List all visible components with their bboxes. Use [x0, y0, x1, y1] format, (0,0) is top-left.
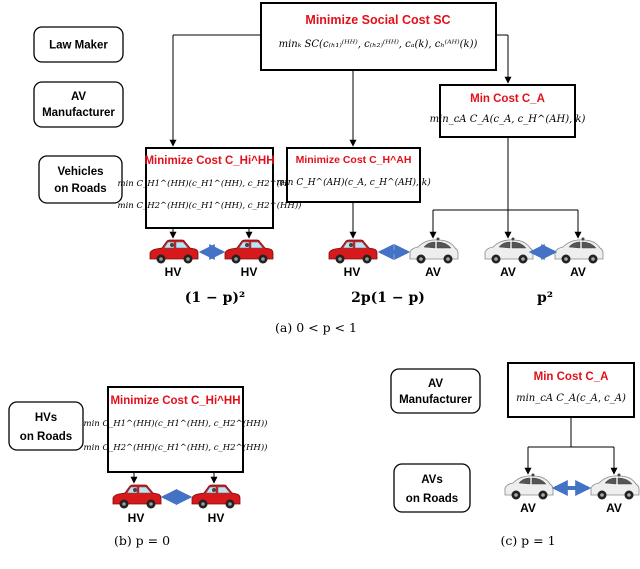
probability-aa: p²	[537, 290, 553, 306]
av-min-cost-title: Min Cost C_A	[470, 93, 545, 105]
hh-formula-1-b: min C_H1^(HH)(c_H1^(HH), c_H2^(HH))	[84, 418, 268, 429]
avs-label-2: on Roads	[406, 493, 458, 505]
probability-hh: (1 − p)²	[185, 290, 245, 306]
av-min-cost-formula-c: min_cA C_A(c_A, c_A)	[516, 393, 626, 404]
av-label: AV	[425, 265, 441, 279]
hvs-label-2: on Roads	[20, 431, 72, 443]
hv-car-icon	[191, 484, 241, 509]
caption-c: (c) p = 1	[500, 533, 555, 548]
ah-formula: min C_H^(AH)(c_A, c_H^(AH), k)	[276, 177, 431, 188]
av-min-cost-box-c	[507, 362, 635, 418]
av-manufacturer-box-c	[390, 368, 481, 414]
hh-formula-2: min C_H2^(HH)(c_H1^(HH), c_H2^(HH))	[118, 200, 302, 211]
hh-min-cost-title: Minimize Cost C_Hi^HH	[144, 155, 274, 167]
av-car-icon	[409, 237, 459, 264]
hh-formula-1: min C_H1^(HH)(c_H1^(HH), c_H2^(HH))	[118, 178, 302, 189]
vehicles-label-1: Vehicles	[57, 166, 103, 178]
hv-car-icon	[112, 484, 162, 509]
hv-label: HV	[344, 265, 361, 279]
av-car-icon	[484, 237, 534, 264]
av-label: AV	[500, 265, 516, 279]
probability-ah: 2p(1 − p)	[351, 290, 425, 306]
social-cost-box	[260, 2, 497, 71]
hh-min-cost-box	[145, 147, 274, 229]
av-manufacturer-label-2: Manufacturer	[42, 107, 115, 119]
hv-label: HV	[128, 511, 145, 525]
hh-formula-2-b: min C_H2^(HH)(c_H1^(HH), c_H2^(HH))	[84, 442, 268, 453]
caption-b: (b) p = 0	[114, 533, 170, 548]
av-car-icon	[590, 473, 640, 500]
hv-label: HV	[241, 265, 258, 279]
ah-min-cost-box	[286, 147, 421, 203]
av-manufacturer-label-c-1: AV	[428, 378, 443, 390]
hvs-label-1: HVs	[35, 412, 57, 424]
av-min-cost-formula: min_cA C_A(c_A, c_H^(AH), k)	[430, 114, 586, 125]
hv-car-icon	[328, 239, 378, 264]
av-label: AV	[570, 265, 586, 279]
law-maker-box	[33, 26, 124, 63]
av-manufacturer-label-1: AV	[71, 91, 86, 103]
hv-car-icon	[224, 239, 274, 264]
av-min-cost-title-c: Min Cost C_A	[534, 371, 609, 383]
av-manufacturer-label-c-2: Manufacturer	[399, 394, 472, 406]
caption-a: (a) 0 < p < 1	[275, 320, 357, 335]
av-car-icon	[504, 473, 554, 500]
av-label: AV	[520, 501, 536, 515]
hv-car-icon	[149, 239, 199, 264]
hvs-on-roads-box	[8, 401, 84, 451]
hh-min-cost-box-b	[107, 386, 244, 473]
social-cost-title: Minimize Social Cost SC	[305, 13, 450, 27]
social-cost-formula: minₖ SC(c₍ₕ₁₎⁽ᴴᴴ⁾, c₍ₕ₂₎⁽ᴴᴴ⁾, cₐ(k), cₕ⁽…	[279, 39, 478, 50]
law-maker-label: Law Maker	[49, 40, 108, 52]
vehicles-on-roads-box	[38, 155, 123, 204]
hv-label: HV	[208, 511, 225, 525]
hv-label: HV	[165, 265, 182, 279]
av-manufacturer-box	[33, 81, 124, 128]
av-label: AV	[606, 501, 622, 515]
avs-label-1: AVs	[421, 474, 443, 486]
vehicles-label-2: on Roads	[54, 183, 106, 195]
avs-on-roads-box	[393, 463, 471, 513]
hh-min-cost-title-b: Minimize Cost C_Hi^HH	[110, 395, 240, 407]
av-car-icon	[554, 237, 604, 264]
ah-min-cost-title: Minimize Cost C_H^AH	[296, 154, 412, 166]
